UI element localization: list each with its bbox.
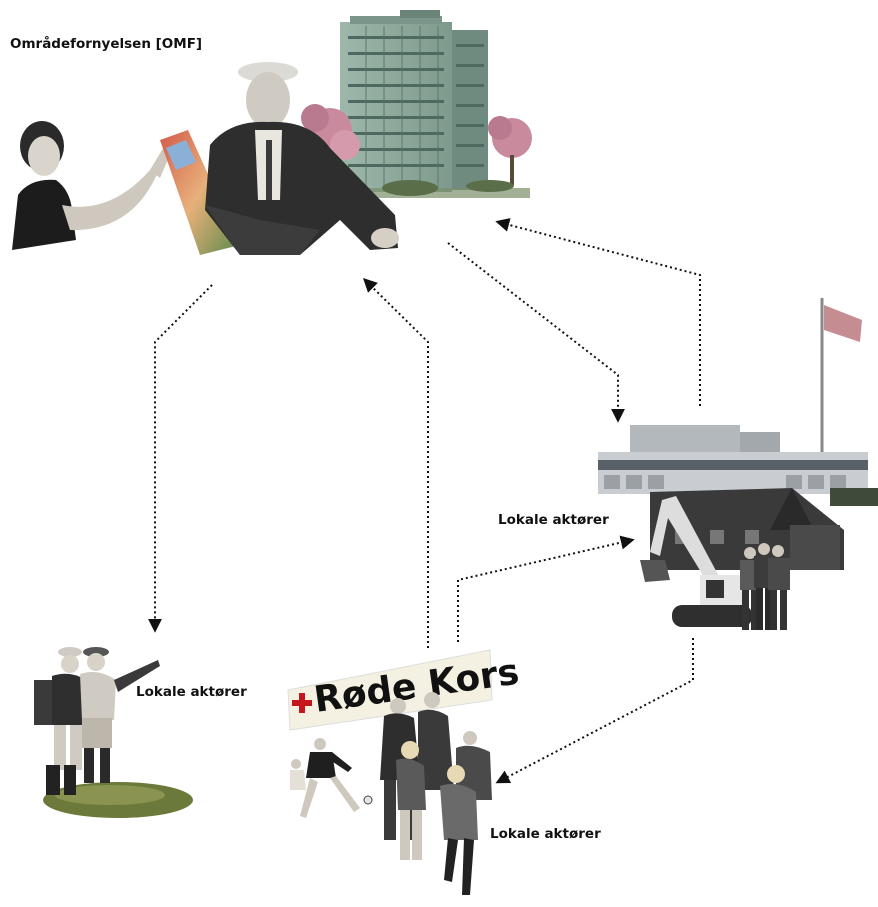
arrow-right-actor-to-omf <box>495 218 701 406</box>
three-men-figures <box>740 543 790 630</box>
actor-label-bottom: Lokale aktører <box>490 826 601 842</box>
arrow-omf-to-left-actor <box>148 284 213 633</box>
excavator-illustration <box>640 496 752 627</box>
actor-label-right: Lokale aktører <box>498 512 609 528</box>
flag-icon <box>824 305 862 342</box>
actor-label-left: Lokale aktører <box>136 684 247 700</box>
right-actor-collage <box>598 298 878 630</box>
highrise-building-illustration <box>320 10 530 198</box>
connector-arrows <box>148 218 701 784</box>
hiker-left-figure <box>34 647 88 795</box>
arrow-right-actor-to-bottom-actor <box>495 638 694 784</box>
hiker-right-figure <box>80 647 160 783</box>
omf-title: Områdefornyelsen [OMF] <box>10 36 203 52</box>
bottom-actor-collage: Røde Kors <box>287 649 522 895</box>
soccer-players-figures <box>290 738 373 818</box>
woman-figure <box>12 121 172 250</box>
omf-collage <box>12 10 532 255</box>
red-cross-icon <box>292 693 312 713</box>
factory-building-illustration <box>598 425 878 506</box>
man-figure <box>205 62 399 255</box>
left-actor-collage <box>34 647 193 818</box>
arrow-omf-to-right-actor <box>447 242 625 423</box>
arrow-bottom-actor-to-omf <box>363 278 429 648</box>
pink-tree-right <box>488 116 532 185</box>
children-figures <box>396 741 478 895</box>
arrow-bottom-actor-to-right-actor <box>457 535 635 642</box>
